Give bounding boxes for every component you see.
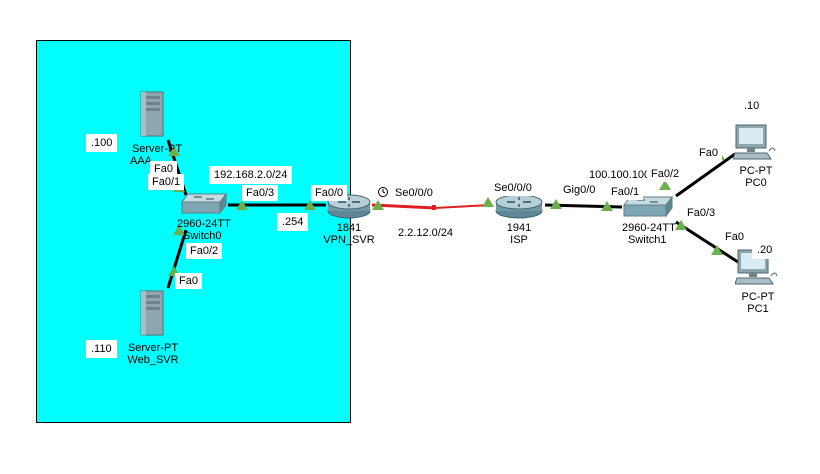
router-icon (495, 194, 543, 219)
web-name: Web_SVR (127, 354, 179, 366)
pc1-port-label: Fa0 (721, 229, 748, 245)
link-vpn-isp-serial (371, 203, 436, 210)
port-up-icon (304, 200, 316, 210)
web-model: Server-PT (127, 342, 179, 354)
switch0-fa02-label: Fa0/2 (186, 243, 223, 259)
port-up-icon (482, 197, 494, 207)
port-up-icon (372, 200, 384, 210)
server-icon (140, 290, 164, 336)
link-switch1-pc1 (675, 220, 739, 264)
port-up-icon (173, 225, 185, 235)
switch1-name: Switch1 (628, 234, 667, 246)
switch1[interactable] (622, 195, 674, 224)
pc0-port-label: Fa0 (695, 145, 722, 161)
web-port-label: Fa0 (175, 273, 202, 289)
lan-network-note: 192.168.2.0/24 (209, 166, 293, 184)
aaa-ip-note: .100 (86, 134, 118, 152)
gateway-ip-note: .254 (277, 213, 309, 231)
port-up-icon (659, 180, 671, 190)
switch-icon (181, 192, 227, 215)
web-ip-note: .110 (86, 340, 117, 358)
port-up-icon (675, 220, 687, 230)
server-web[interactable] (139, 289, 165, 342)
isp-gig00-label: Gig0/0 (559, 182, 600, 198)
pc-icon (734, 249, 778, 285)
isp-se000-label: Se0/0/0 (490, 180, 536, 196)
vpn-fa00-label: Fa0/0 (311, 185, 348, 201)
switch0-fa03-label: Fa0/3 (242, 185, 279, 201)
pc1-model: PC-PT (741, 291, 775, 303)
pc-icon (732, 124, 776, 160)
isp-lan-note: 100.100.100 (584, 166, 656, 184)
switch1-fa03-label: Fa0/3 (683, 205, 720, 221)
link-vpn-isp-serial-2 (434, 204, 491, 209)
clock-icon (378, 187, 388, 197)
aaa-port-label: Fa0 (150, 161, 177, 177)
port-up-icon (550, 199, 562, 209)
pc0-model: PC-PT (739, 165, 773, 177)
vpn-model: 1841 (336, 222, 362, 234)
aaa-name: AAA (130, 155, 153, 167)
pc1-name: PC1 (747, 303, 769, 315)
server-aaa[interactable] (139, 90, 165, 143)
switch1-fa02-label: Fa0/2 (647, 166, 684, 182)
switch0-name: Switch0 (183, 230, 222, 242)
pc1[interactable] (734, 248, 779, 293)
serial-endpoint (432, 205, 436, 210)
isp-model: 1941 (506, 222, 532, 234)
switch1-fa01-label: Fa0/1 (607, 184, 644, 200)
switch0-fa01-label: Fa0/1 (148, 174, 185, 190)
port-up-icon (236, 200, 248, 210)
isp-name: ISP (510, 234, 528, 246)
link-switch1-pc0 (675, 152, 736, 198)
lan-zone (36, 40, 351, 423)
aaa-model: Server-PT (131, 143, 183, 155)
pc1-ip-note: .20 (752, 241, 778, 259)
pc0-ip-note: .10 (739, 97, 765, 115)
port-up-icon (711, 245, 723, 255)
vpn-name: VPN_SVR (323, 234, 375, 246)
switch0[interactable] (180, 192, 228, 221)
switch0-model: 2960-24TT (177, 218, 231, 230)
port-up-icon (601, 201, 613, 211)
switch-icon (623, 195, 673, 218)
link-web-switch0 (166, 229, 188, 289)
wan-network-note: 2.2.12.0/24 (393, 224, 459, 242)
router-isp[interactable] (494, 192, 544, 225)
vpn-se000-label: Se0/0/0 (391, 185, 437, 201)
pc0-name: PC0 (745, 177, 767, 189)
switch1-model: 2960-24TT (622, 222, 676, 234)
port-up-icon (168, 146, 180, 156)
server-icon (140, 91, 164, 137)
pc0[interactable] (732, 123, 777, 168)
